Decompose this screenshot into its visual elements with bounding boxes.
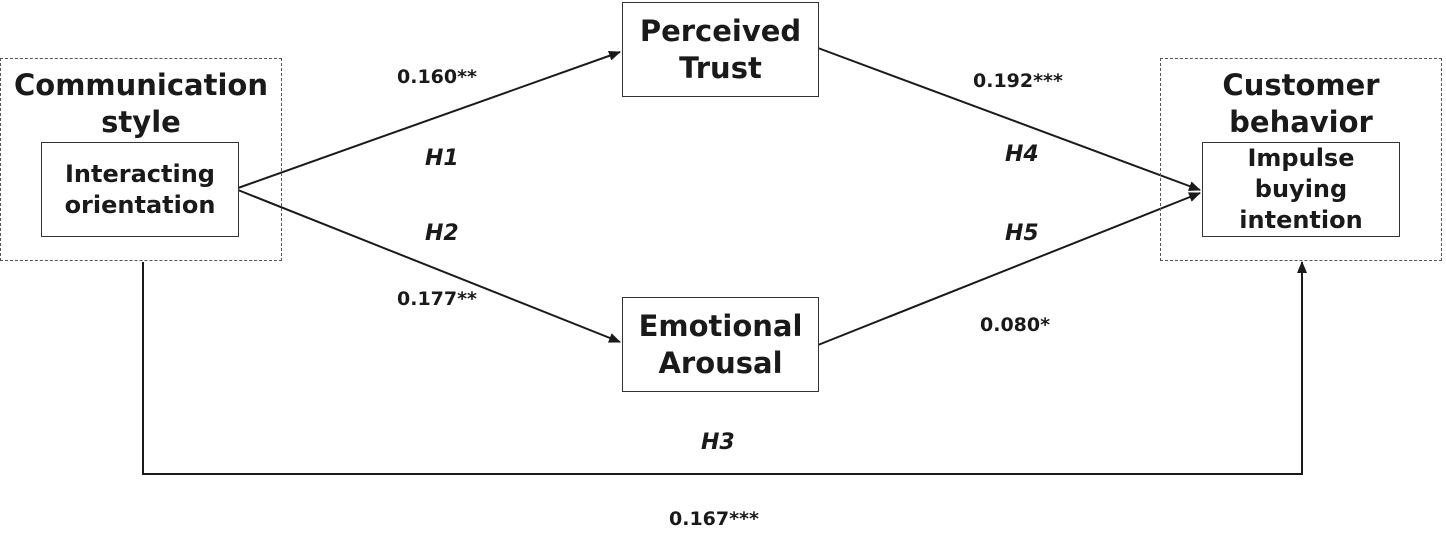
h4-label: H4 bbox=[1005, 142, 1039, 167]
arrow-h1 bbox=[237, 50, 621, 189]
h1-coefficient: 0.160** bbox=[397, 66, 477, 88]
impulse-buying-intention-box: Impulse buying intention bbox=[1202, 142, 1400, 237]
arrow-h2 bbox=[237, 189, 621, 343]
communication-style-group: Communication style bbox=[0, 58, 282, 261]
customer-behavior-title: Customer behavior bbox=[1222, 68, 1380, 139]
arrow-h5 bbox=[817, 192, 1201, 346]
interacting-orientation-box: Interacting orientation bbox=[41, 142, 239, 237]
emotional-arousal-box: Emotional Arousal bbox=[622, 297, 819, 392]
arrow-h4 bbox=[817, 47, 1201, 191]
perceived-trust-box: Perceived Trust bbox=[622, 2, 819, 97]
communication-style-title: Communication style bbox=[13, 68, 268, 139]
h4-coefficient: 0.192*** bbox=[973, 70, 1063, 92]
h5-label: H5 bbox=[1005, 221, 1039, 246]
perceived-trust-label: Perceived Trust bbox=[639, 13, 802, 85]
h2-label: H2 bbox=[425, 221, 459, 246]
h3-label: H3 bbox=[701, 430, 735, 455]
h5-coefficient: 0.080* bbox=[980, 314, 1051, 336]
h2-coefficient: 0.177** bbox=[397, 288, 477, 310]
customer-behavior-group: Customer behavior bbox=[1160, 58, 1442, 261]
emotional-arousal-label: Emotional Arousal bbox=[638, 308, 803, 380]
impulse-buying-intention-label: Impulse buying intention bbox=[1239, 144, 1363, 234]
h3-coefficient: 0.167*** bbox=[669, 508, 759, 530]
h1-label: H1 bbox=[425, 146, 459, 171]
interacting-orientation-label: Interacting orientation bbox=[64, 159, 216, 219]
arrow-h3 bbox=[142, 261, 1307, 475]
